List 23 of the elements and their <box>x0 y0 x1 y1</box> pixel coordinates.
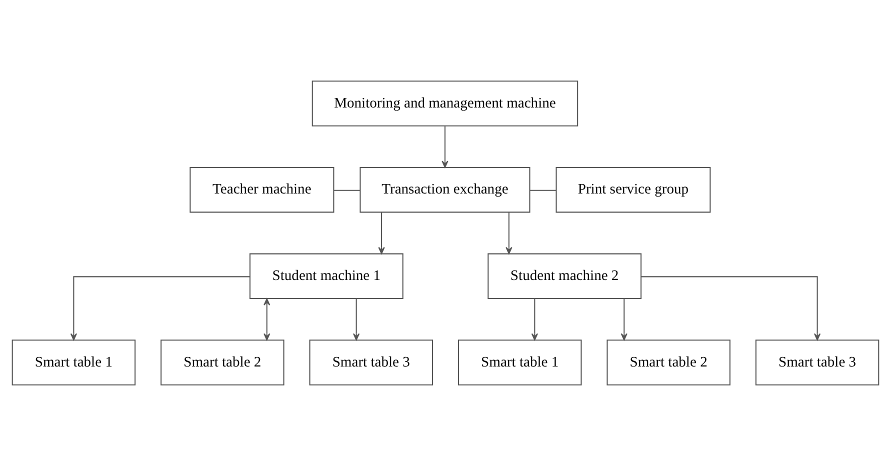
arrow <box>641 276 821 340</box>
node-box: Monitoring and management machine <box>312 80 578 126</box>
arrow <box>506 212 512 254</box>
node-box: Smart table 1 <box>458 340 582 386</box>
node-box: Smart table 3 <box>755 340 880 386</box>
node-box: Teacher machine <box>190 166 334 213</box>
arrow <box>378 212 385 254</box>
connector <box>334 190 360 191</box>
arrow <box>620 298 628 340</box>
node-box: Smart table 3 <box>309 340 434 386</box>
arrow <box>442 126 448 168</box>
arrow <box>264 298 270 340</box>
node-box: Student machine 1 <box>249 253 404 300</box>
node-box: Smart table 2 <box>160 340 284 386</box>
node-box: Smart table 1 <box>12 340 136 386</box>
connector <box>530 190 556 191</box>
node-box: Student machine 2 <box>488 253 642 300</box>
arrow <box>531 298 538 340</box>
arrow <box>353 298 360 340</box>
node-box: Smart table 2 <box>606 340 730 386</box>
arrow <box>70 276 250 340</box>
node-box: Transaction exchange <box>360 166 530 213</box>
node-box: Print service group <box>556 166 711 213</box>
